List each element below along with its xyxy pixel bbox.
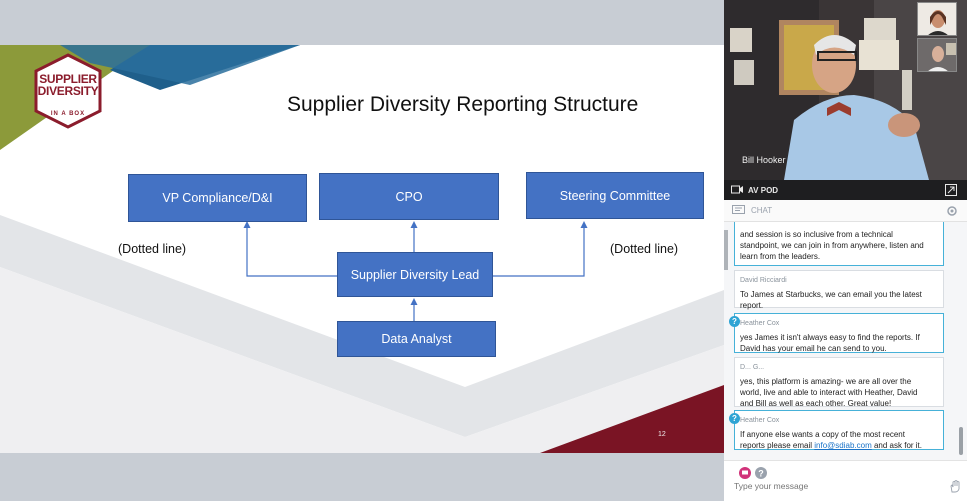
speaker-name: Bill Hooker xyxy=(742,155,786,165)
page-number: 12 xyxy=(658,431,666,438)
supplier-diversity-lead-box: Supplier Diversity Lead xyxy=(337,252,493,297)
chat-sender: Heather Cox xyxy=(740,417,780,424)
chat-sender: David Ricciardi xyxy=(740,277,787,284)
chat-message: ? Heather Cox If anyone else wants a cop… xyxy=(729,410,944,451)
question-icon: ? xyxy=(729,413,740,424)
data-analyst-box: Data Analyst xyxy=(337,321,496,357)
cpo-box: CPO xyxy=(319,173,499,220)
logo-line1: SUPPLIER xyxy=(39,72,97,86)
steering-committee-box: Steering Committee xyxy=(526,172,704,219)
chat-message-text: To James at Starbucks, we can email you … xyxy=(740,290,922,310)
popout-icon[interactable] xyxy=(945,184,957,198)
chat-message-text: and session is so inclusive from a techn… xyxy=(740,230,924,261)
chat-message: David Ricciardi To James at Starbucks, w… xyxy=(734,270,944,310)
chat-input-bar: ? xyxy=(724,460,967,501)
side-panel: Bill Hooker AV POD CHAT and session is s… xyxy=(724,0,967,501)
chat-sender: Heather Cox xyxy=(740,320,780,327)
camera-icon xyxy=(731,185,743,196)
org-chart-connectors xyxy=(243,221,588,321)
video-feed[interactable]: Bill Hooker xyxy=(724,0,967,180)
chat-message: D... G... yes, this platform is amazing-… xyxy=(734,357,944,408)
chat-message-list[interactable]: and session is so inclusive from a techn… xyxy=(724,222,967,460)
chat-message-input[interactable] xyxy=(734,481,934,491)
chat-title: CHAT xyxy=(751,206,773,215)
dotted-line-right-note: (Dotted line) xyxy=(610,242,679,256)
chat-text-after-link: and ask for it. xyxy=(871,441,922,450)
chat-header: CHAT xyxy=(724,200,967,222)
chat-message-text: yes, this platform is amazing- we are al… xyxy=(740,377,918,408)
question-icon: ? xyxy=(729,316,740,327)
chat-message-text: yes James it isn't always easy to find t… xyxy=(740,333,920,353)
participant-thumbnail-2[interactable] xyxy=(917,38,957,72)
slide-title: Supplier Diversity Reporting Structure xyxy=(287,93,639,116)
logo-line2: DIVERSITY xyxy=(37,84,99,98)
chat-message: ? Heather Cox yes James it isn't always … xyxy=(729,313,944,353)
raise-hand-icon[interactable] xyxy=(949,479,961,498)
chat-sender: D... G... xyxy=(740,364,765,371)
logo-line3: IN A BOX xyxy=(50,111,86,117)
chat-bubble-icon[interactable] xyxy=(739,466,751,484)
chat-icon xyxy=(732,204,745,217)
chat-message: and session is so inclusive from a techn… xyxy=(734,222,944,266)
dotted-line-left-note: (Dotted line) xyxy=(118,242,187,256)
left-scroll-indicator xyxy=(724,230,728,270)
chat-message-text: If anyone else wants a copy of the most … xyxy=(740,429,938,451)
vp-compliance-box: VP Compliance/D&I xyxy=(128,174,307,222)
slide-background xyxy=(0,45,724,453)
av-pod-bar: AV POD xyxy=(724,180,967,200)
chat-scrollbar[interactable] xyxy=(958,222,964,460)
chat-text-before-link: If anyone else wants a copy of the most … xyxy=(740,430,905,450)
av-pod-label: AV POD xyxy=(748,185,779,195)
participant-thumbnail-1[interactable] xyxy=(917,2,957,36)
svg-text:?: ? xyxy=(758,469,764,479)
email-link[interactable]: info@sdiab.com xyxy=(814,441,872,450)
help-icon[interactable]: ? xyxy=(755,466,767,484)
settings-gear-icon[interactable] xyxy=(946,205,958,219)
